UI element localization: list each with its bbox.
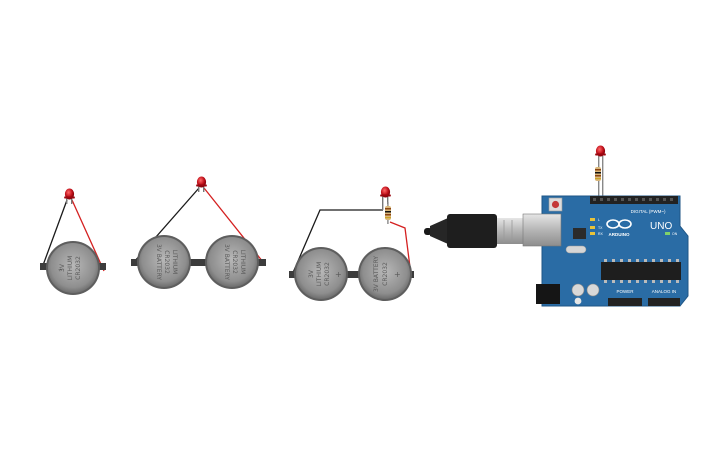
arduino-logo: ARDUINO bbox=[606, 219, 632, 237]
plus-sign: + bbox=[394, 270, 401, 279]
led-red[interactable] bbox=[64, 188, 75, 205]
wire-black[interactable] bbox=[291, 209, 383, 276]
led-label-rx: RX bbox=[598, 232, 604, 236]
status-leds: L TX RX bbox=[590, 218, 604, 236]
atmega-chip bbox=[601, 262, 681, 280]
wire-black[interactable] bbox=[41, 199, 68, 269]
coin-cell-battery[interactable]: 3V BATTERY CR2032 LITHIUM bbox=[205, 235, 266, 289]
plus-sign: + bbox=[335, 270, 342, 279]
analog-label: ANALOG IN bbox=[652, 289, 677, 294]
cell-label-1: 3V BATTERY bbox=[373, 256, 380, 292]
cell-label-3: CR2032 bbox=[324, 262, 331, 286]
cell-label-1: 3V bbox=[308, 269, 315, 278]
cell-label-2: LITHIUM bbox=[67, 256, 74, 281]
cell-label-3: LITHIUM bbox=[171, 250, 178, 275]
wire-red[interactable] bbox=[71, 199, 105, 272]
model-label: UNO bbox=[650, 221, 672, 232]
cell-label-1: 3V bbox=[59, 263, 66, 272]
minus-sign: – bbox=[58, 265, 63, 275]
power-label: POWER bbox=[616, 289, 634, 294]
cell-label-1: 3V BATTERY bbox=[223, 244, 230, 280]
circuit-3: 3V LITHIUM CR2032 + 3V BATTERY CR2032 + bbox=[289, 186, 414, 301]
cell-label-3: CR2032 bbox=[75, 256, 82, 280]
digital-header[interactable] bbox=[590, 196, 678, 204]
coin-cell-battery[interactable]: 3V BATTERY CR2032 + bbox=[358, 247, 414, 301]
cell-link bbox=[190, 259, 206, 266]
led-red[interactable] bbox=[196, 176, 207, 193]
cell-link bbox=[347, 271, 363, 278]
power-header[interactable] bbox=[608, 298, 642, 306]
analog-header[interactable] bbox=[648, 298, 680, 306]
cell-label-2: CR2032 bbox=[231, 250, 238, 274]
coin-cell-battery[interactable]: 3V LITHIUM CR2032 + bbox=[289, 247, 348, 301]
digital-label: DIGITAL (PWM~) bbox=[631, 209, 666, 214]
capacitor bbox=[571, 283, 585, 297]
cell-label-1: 3V BATTERY bbox=[155, 244, 162, 280]
led-red[interactable] bbox=[380, 186, 391, 211]
cell-label-2: LITHIUM bbox=[316, 262, 323, 287]
wire-red[interactable] bbox=[389, 221, 412, 276]
resistor[interactable] bbox=[385, 202, 391, 224]
coin-cell-battery[interactable]: 3V BATTERY CR2032 LITHIUM bbox=[131, 235, 191, 289]
led-label-l: L bbox=[598, 218, 600, 222]
usb-b-port bbox=[522, 213, 562, 247]
small-chip bbox=[573, 228, 586, 239]
cell-label-2: CR2032 bbox=[163, 250, 170, 274]
cell-label-3: LITHIUM bbox=[239, 250, 246, 275]
led-label-tx: TX bbox=[598, 226, 603, 230]
brand-label: ARDUINO bbox=[609, 232, 630, 237]
circuit-1: 3V LITHIUM CR2032 – bbox=[40, 188, 106, 295]
power-jack[interactable] bbox=[536, 284, 560, 304]
usb-plug-body bbox=[447, 214, 497, 248]
capacitor bbox=[586, 283, 600, 297]
circuit-2: 3V BATTERY CR2032 LITHIUM 3V BATTERY CR2… bbox=[131, 176, 266, 289]
crystal bbox=[565, 245, 587, 254]
resistor[interactable] bbox=[595, 167, 601, 181]
arduino-uno-board[interactable]: DIGITAL (PWM~) ARDUINO UNO L TX RX ON bbox=[522, 145, 689, 307]
coin-cell-battery[interactable]: 3V LITHIUM CR2032 – bbox=[40, 241, 106, 295]
cell-label-2: CR2032 bbox=[382, 262, 389, 286]
usb-cable[interactable] bbox=[424, 214, 523, 248]
on-label: ON bbox=[672, 232, 678, 236]
capacitor bbox=[574, 297, 582, 305]
